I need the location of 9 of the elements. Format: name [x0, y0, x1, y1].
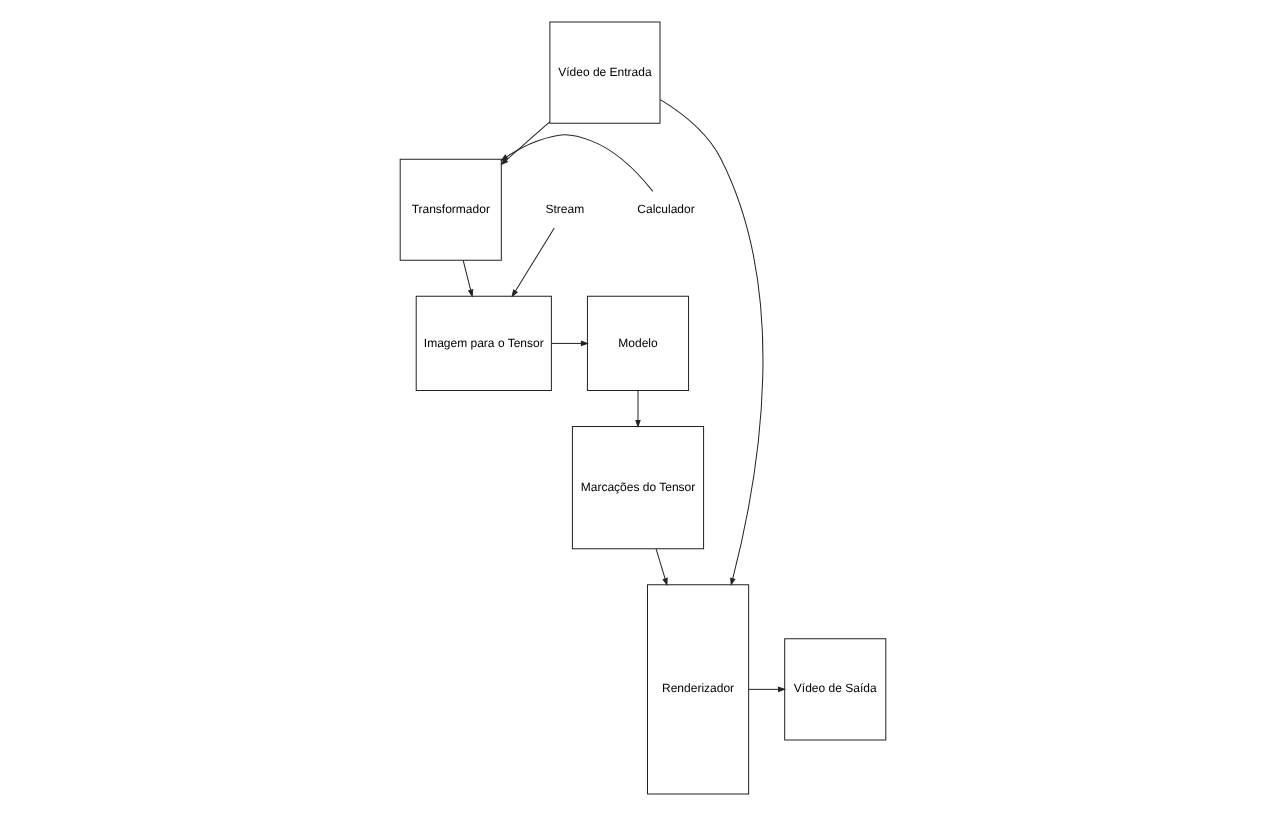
arrow: [654, 547, 667, 585]
arrow: [500, 133, 653, 191]
arrow: [461, 259, 473, 296]
arrow: [634, 389, 640, 426]
arrow: [550, 339, 587, 345]
arrow: [510, 226, 554, 296]
arrow: [658, 98, 763, 585]
arrow: [747, 685, 785, 691]
arrow: [500, 120, 550, 164]
